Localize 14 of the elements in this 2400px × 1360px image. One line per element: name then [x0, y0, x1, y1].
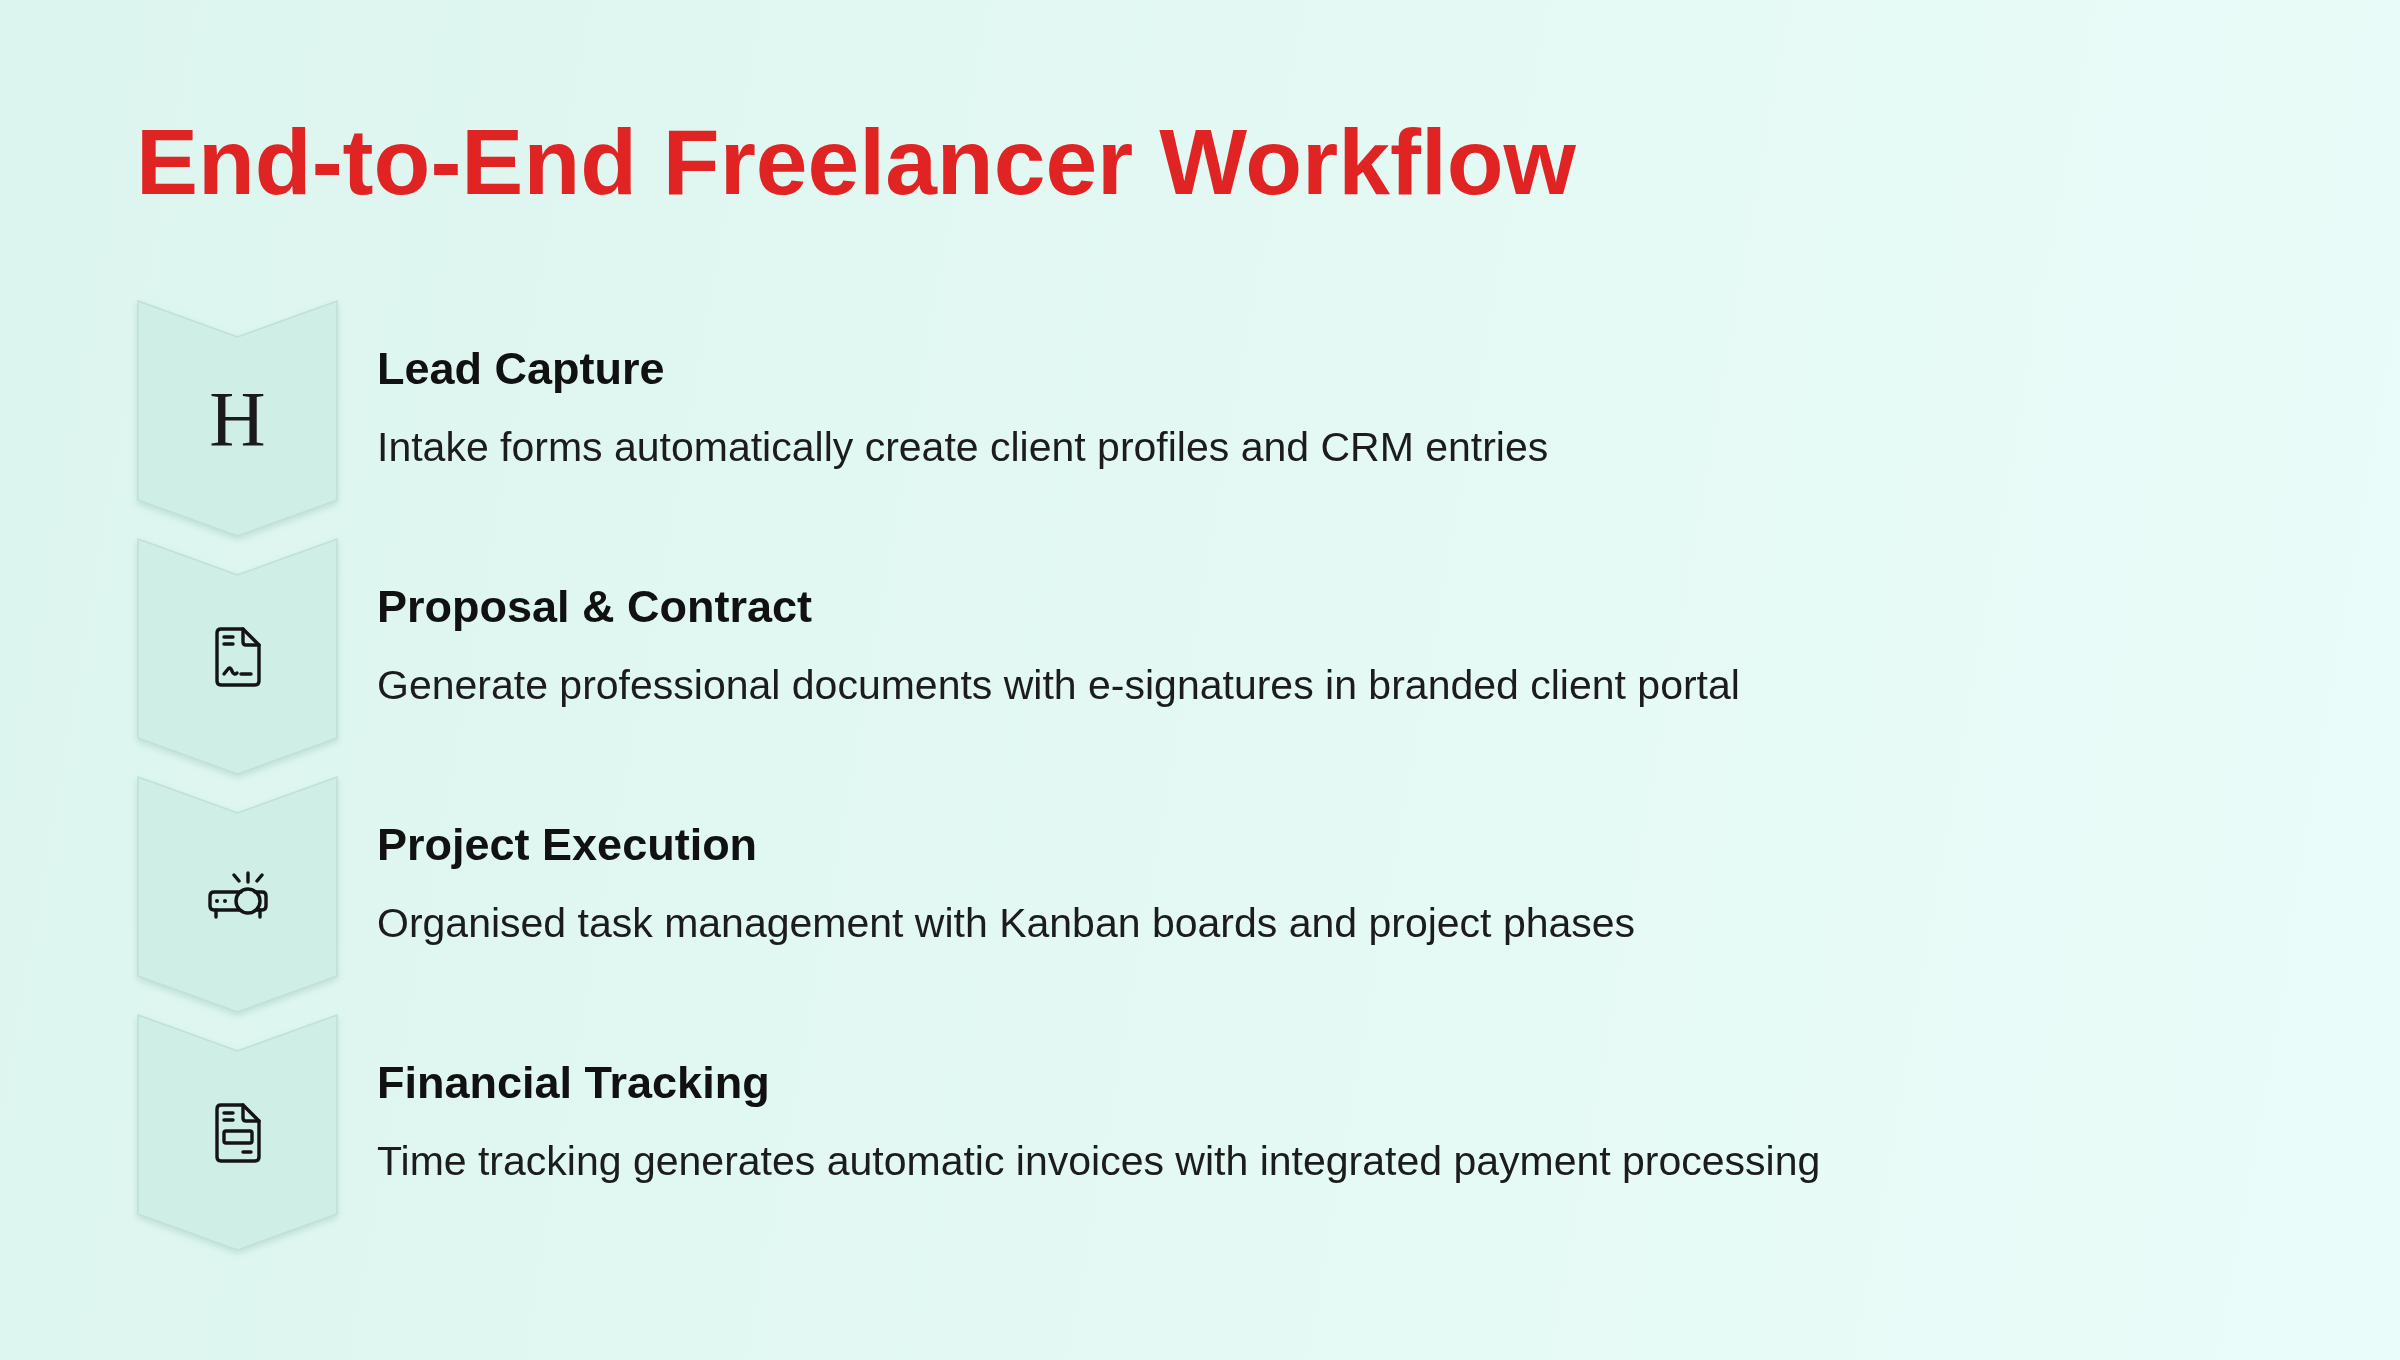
- step-description: Time tracking generates automatic invoices with integrated payment processing: [377, 1141, 1821, 1182]
- step-heading: Lead Capture: [377, 346, 665, 391]
- chevron-step: [137, 776, 338, 1013]
- step-heading: Financial Tracking: [377, 1060, 770, 1105]
- diagram-title: End-to-End Freelancer Workflow: [136, 116, 1576, 209]
- letter-symbol: H: [209, 380, 266, 458]
- step-description: Organised task management with Kanban boards and project phases: [377, 903, 1636, 944]
- step-description: Generate professional documents with e-signatures in branded client portal: [377, 665, 1740, 706]
- step-heading: Proposal & Contract: [377, 584, 813, 629]
- chevron-step: [137, 1014, 338, 1251]
- chevron-step: [137, 538, 338, 775]
- chevron-step: [137, 300, 338, 537]
- step-heading: Project Execution: [377, 822, 758, 867]
- step-description: Intake forms automatically create client profiles and CRM entries: [377, 427, 1549, 468]
